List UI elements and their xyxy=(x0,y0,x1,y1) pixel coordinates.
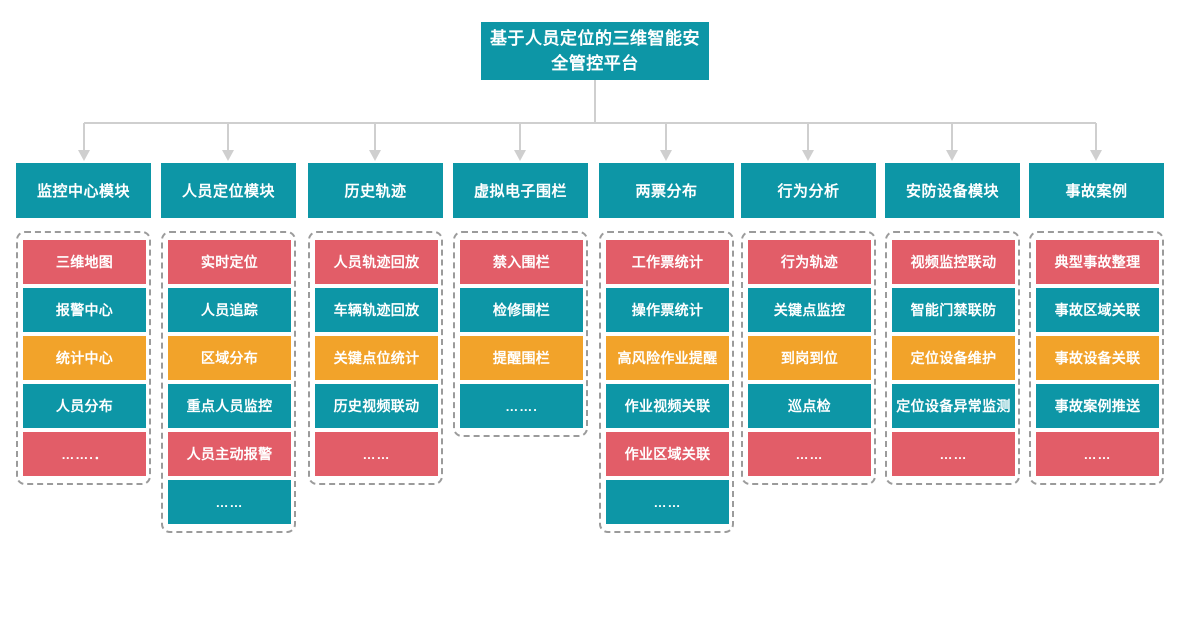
column-group-4: 禁入围栏 检修围栏 提醒围栏 ……. xyxy=(453,231,588,437)
leaf-item[interactable]: 实时定位 xyxy=(168,240,291,284)
column-header-2[interactable]: 人员定位模块 xyxy=(161,163,296,218)
column-virtual-fence: 虚拟电子围栏 禁入围栏 检修围栏 提醒围栏 ……. xyxy=(453,163,588,437)
leaf-item[interactable]: 三维地图 xyxy=(23,240,146,284)
leaf-item[interactable]: 统计中心 xyxy=(23,336,146,380)
column-group-2: 实时定位 人员追踪 区域分布 重点人员监控 人员主动报警 …… xyxy=(161,231,296,533)
column-accident-cases: 事故案例 典型事故整理 事故区域关联 事故设备关联 事故案例推送 …… xyxy=(1029,163,1164,485)
root-title-box: 基于人员定位的三维智能安全管控平台 xyxy=(481,22,709,80)
column-header-6[interactable]: 行为分析 xyxy=(741,163,876,218)
leaf-item[interactable]: 人员主动报警 xyxy=(168,432,291,476)
leaf-item[interactable]: 人员分布 xyxy=(23,384,146,428)
column-header-5[interactable]: 两票分布 xyxy=(599,163,734,218)
column-group-8: 典型事故整理 事故区域关联 事故设备关联 事故案例推送 …… xyxy=(1029,231,1164,485)
leaf-item-ellipsis[interactable]: …… xyxy=(168,480,291,524)
column-group-1: 三维地图 报警中心 统计中心 人员分布 …….． xyxy=(16,231,151,485)
leaf-item-ellipsis[interactable]: …… xyxy=(606,480,729,524)
leaf-item[interactable]: 定位设备异常监测 xyxy=(892,384,1015,428)
leaf-item[interactable]: 定位设备维护 xyxy=(892,336,1015,380)
leaf-item[interactable]: 作业区域关联 xyxy=(606,432,729,476)
column-group-3: 人员轨迹回放 车辆轨迹回放 关键点位统计 历史视频联动 …… xyxy=(308,231,443,485)
leaf-item[interactable]: 人员追踪 xyxy=(168,288,291,332)
leaf-item[interactable]: 事故区域关联 xyxy=(1036,288,1159,332)
column-header-8[interactable]: 事故案例 xyxy=(1029,163,1164,218)
leaf-item-ellipsis[interactable]: ……. xyxy=(460,384,583,428)
column-group-7: 视频监控联动 智能门禁联防 定位设备维护 定位设备异常监测 …… xyxy=(885,231,1020,485)
leaf-item[interactable]: 工作票统计 xyxy=(606,240,729,284)
leaf-item[interactable]: 高风险作业提醒 xyxy=(606,336,729,380)
leaf-item-ellipsis[interactable]: …… xyxy=(1036,432,1159,476)
leaf-item-ellipsis[interactable]: …… xyxy=(748,432,871,476)
leaf-item[interactable]: 车辆轨迹回放 xyxy=(315,288,438,332)
leaf-item[interactable]: 事故设备关联 xyxy=(1036,336,1159,380)
leaf-item[interactable]: 巡点检 xyxy=(748,384,871,428)
leaf-item-ellipsis[interactable]: …… xyxy=(315,432,438,476)
leaf-item[interactable]: 操作票统计 xyxy=(606,288,729,332)
leaf-item[interactable]: 人员轨迹回放 xyxy=(315,240,438,284)
leaf-item[interactable]: 行为轨迹 xyxy=(748,240,871,284)
column-header-7[interactable]: 安防设备模块 xyxy=(885,163,1020,218)
column-security-equipment: 安防设备模块 视频监控联动 智能门禁联防 定位设备维护 定位设备异常监测 …… xyxy=(885,163,1020,485)
leaf-item[interactable]: 视频监控联动 xyxy=(892,240,1015,284)
leaf-item[interactable]: 历史视频联动 xyxy=(315,384,438,428)
column-header-3[interactable]: 历史轨迹 xyxy=(308,163,443,218)
connector-arrowheads xyxy=(78,150,1102,161)
leaf-item[interactable]: 区域分布 xyxy=(168,336,291,380)
column-behavior-analysis: 行为分析 行为轨迹 关键点监控 到岗到位 巡点检 …… xyxy=(741,163,876,485)
leaf-item-ellipsis[interactable]: …….． xyxy=(23,432,146,476)
column-group-6: 行为轨迹 关键点监控 到岗到位 巡点检 …… xyxy=(741,231,876,485)
leaf-item[interactable]: 智能门禁联防 xyxy=(892,288,1015,332)
column-group-5: 工作票统计 操作票统计 高风险作业提醒 作业视频关联 作业区域关联 …… xyxy=(599,231,734,533)
column-two-tickets: 两票分布 工作票统计 操作票统计 高风险作业提醒 作业视频关联 作业区域关联 …… xyxy=(599,163,734,533)
leaf-item[interactable]: 到岗到位 xyxy=(748,336,871,380)
leaf-item[interactable]: 检修围栏 xyxy=(460,288,583,332)
leaf-item[interactable]: 典型事故整理 xyxy=(1036,240,1159,284)
column-monitoring-center: 监控中心模块 三维地图 报警中心 统计中心 人员分布 …….． xyxy=(16,163,151,485)
leaf-item[interactable]: 禁入围栏 xyxy=(460,240,583,284)
leaf-item[interactable]: 关键点监控 xyxy=(748,288,871,332)
column-header-1[interactable]: 监控中心模块 xyxy=(16,163,151,218)
leaf-item[interactable]: 事故案例推送 xyxy=(1036,384,1159,428)
leaf-item[interactable]: 关键点位统计 xyxy=(315,336,438,380)
column-history-track: 历史轨迹 人员轨迹回放 车辆轨迹回放 关键点位统计 历史视频联动 …… xyxy=(308,163,443,485)
column-header-4[interactable]: 虚拟电子围栏 xyxy=(453,163,588,218)
leaf-item[interactable]: 重点人员监控 xyxy=(168,384,291,428)
leaf-item[interactable]: 提醒围栏 xyxy=(460,336,583,380)
leaf-item[interactable]: 作业视频关联 xyxy=(606,384,729,428)
leaf-item-ellipsis[interactable]: …… xyxy=(892,432,1015,476)
column-personnel-positioning: 人员定位模块 实时定位 人员追踪 区域分布 重点人员监控 人员主动报警 …… xyxy=(161,163,296,533)
leaf-item[interactable]: 报警中心 xyxy=(23,288,146,332)
